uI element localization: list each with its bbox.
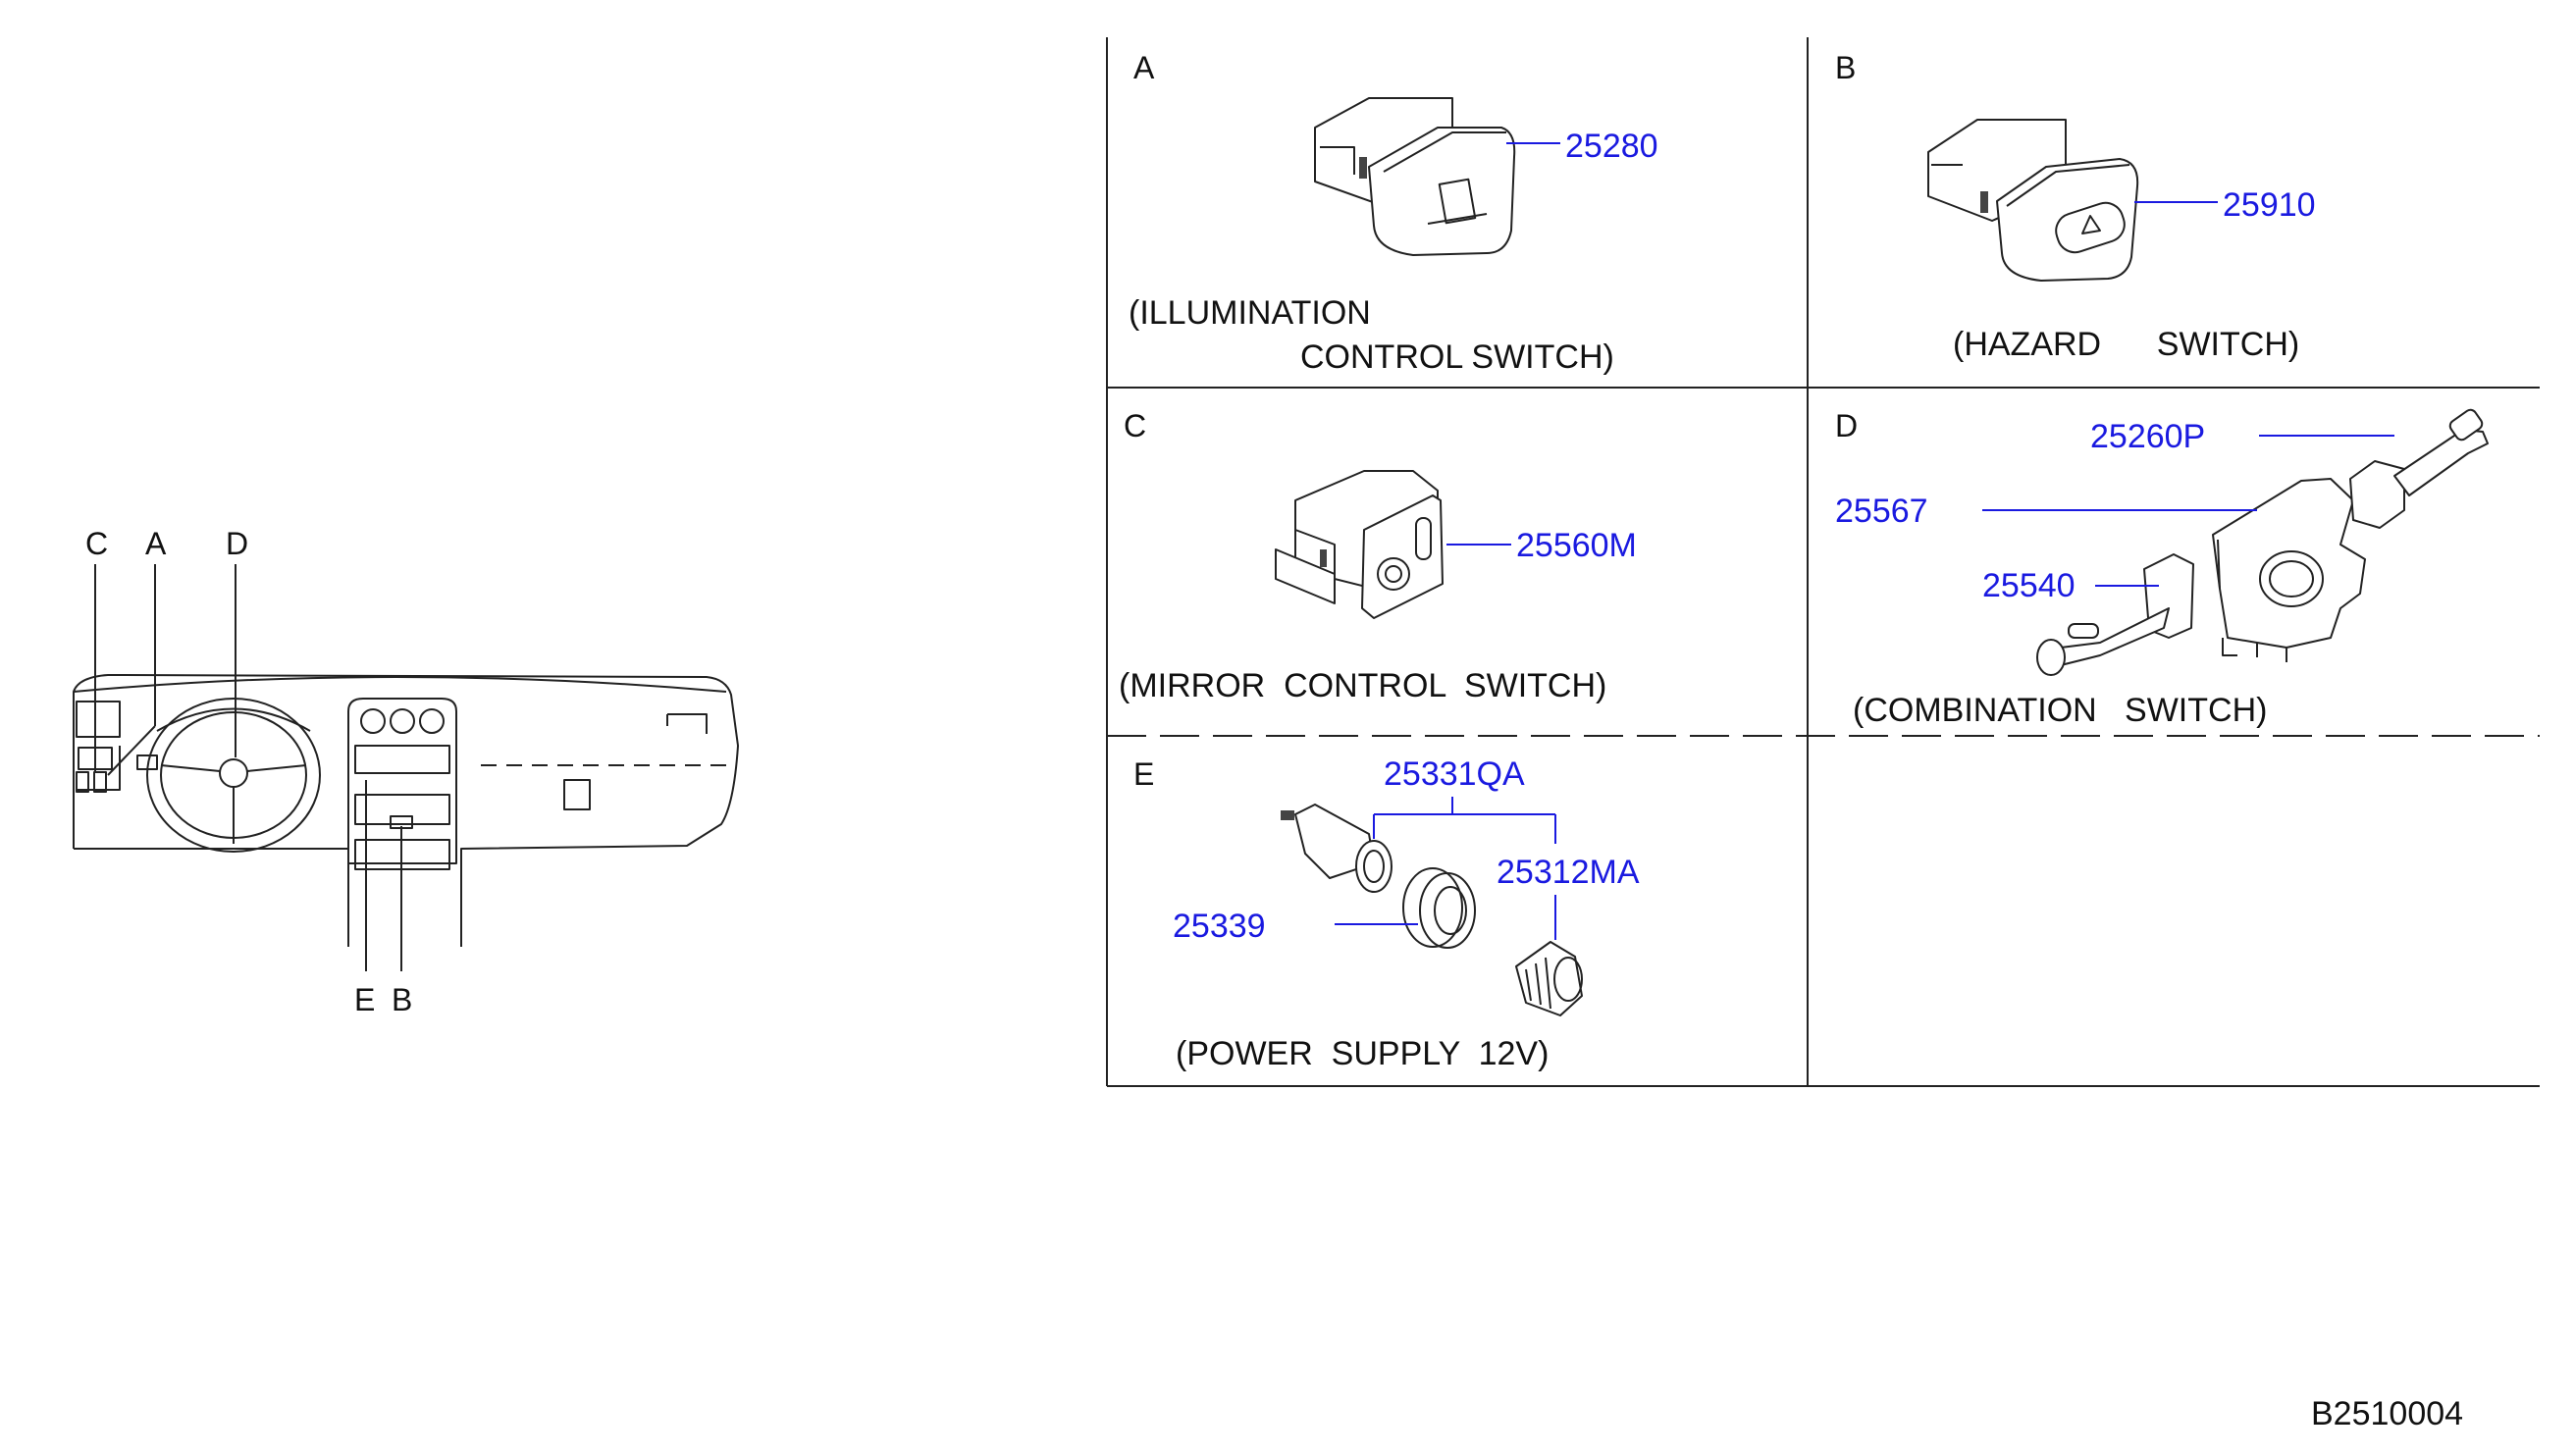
vent-left <box>76 701 121 738</box>
switch-a-mark <box>93 771 107 793</box>
panel-a-caption-line2: CONTROL SWITCH) <box>1300 338 1614 376</box>
panel-e-caption: (POWER SUPPLY 12V) <box>1176 1035 1549 1072</box>
locator-letter-b: B <box>392 982 412 1017</box>
diagram-code: B2510004 <box>2311 1395 2463 1432</box>
center-stack <box>347 698 457 864</box>
panel-d-caption: (COMBINATION SWITCH) <box>1853 692 2267 729</box>
hazard-switch-icon <box>1927 119 2139 282</box>
illumination-switch-icon <box>1314 97 1516 256</box>
panel-d: D 25260P 25567 25540 (COMBINATION SWITCH… <box>1835 408 2489 729</box>
panel-e: E 25331QA 25312MA 25339 (POWER SUPPLY 12… <box>1133 755 1640 1072</box>
panel-a-caption-line1: (ILLUMINATION <box>1129 294 1371 332</box>
panel-c: C 25560M (MIRROR CONTROL SWITCH) <box>1119 408 1637 704</box>
parts-grid <box>1106 37 2540 1087</box>
locator-letter-a: A <box>145 526 167 561</box>
part-number-25910: 25910 <box>2223 186 2316 224</box>
part-number-25260p: 25260P <box>2090 418 2205 455</box>
part-number-25339: 25339 <box>1173 908 1266 945</box>
switch-c-mark <box>76 771 89 793</box>
part-number-25331qa: 25331QA <box>1384 755 1525 793</box>
panel-a: A 25280 (ILLUMINATION CONTROL SWITCH) <box>1129 50 1658 376</box>
dashboard-locator: C A D E B <box>73 526 739 1017</box>
panel-e-letter: E <box>1133 756 1154 792</box>
power-outlet-icon <box>1281 804 1583 1016</box>
panel-a-letter: A <box>1133 50 1155 85</box>
panel-d-letter: D <box>1835 408 1858 443</box>
part-number-25280: 25280 <box>1565 128 1658 165</box>
part-number-25567: 25567 <box>1835 493 1928 530</box>
combination-switch-icon <box>2036 408 2489 676</box>
panel-c-caption: (MIRROR CONTROL SWITCH) <box>1119 667 1606 704</box>
part-number-25560m: 25560M <box>1516 527 1637 564</box>
locator-letter-c: C <box>85 526 108 561</box>
panel-b-letter: B <box>1835 50 1856 85</box>
panel-b: B 25910 (HAZARD SWITCH) <box>1835 50 2316 363</box>
panel-c-letter: C <box>1124 408 1146 443</box>
locator-letter-e: E <box>354 982 375 1017</box>
part-number-25540: 25540 <box>1982 567 2076 604</box>
panel-b-caption: (HAZARD SWITCH) <box>1953 326 2299 363</box>
glove-box-latch <box>563 779 591 810</box>
part-number-25312ma: 25312MA <box>1497 854 1640 891</box>
mirror-switch-icon <box>1275 470 1444 619</box>
locator-letter-d: D <box>226 526 248 561</box>
steering-wheel <box>146 698 321 853</box>
